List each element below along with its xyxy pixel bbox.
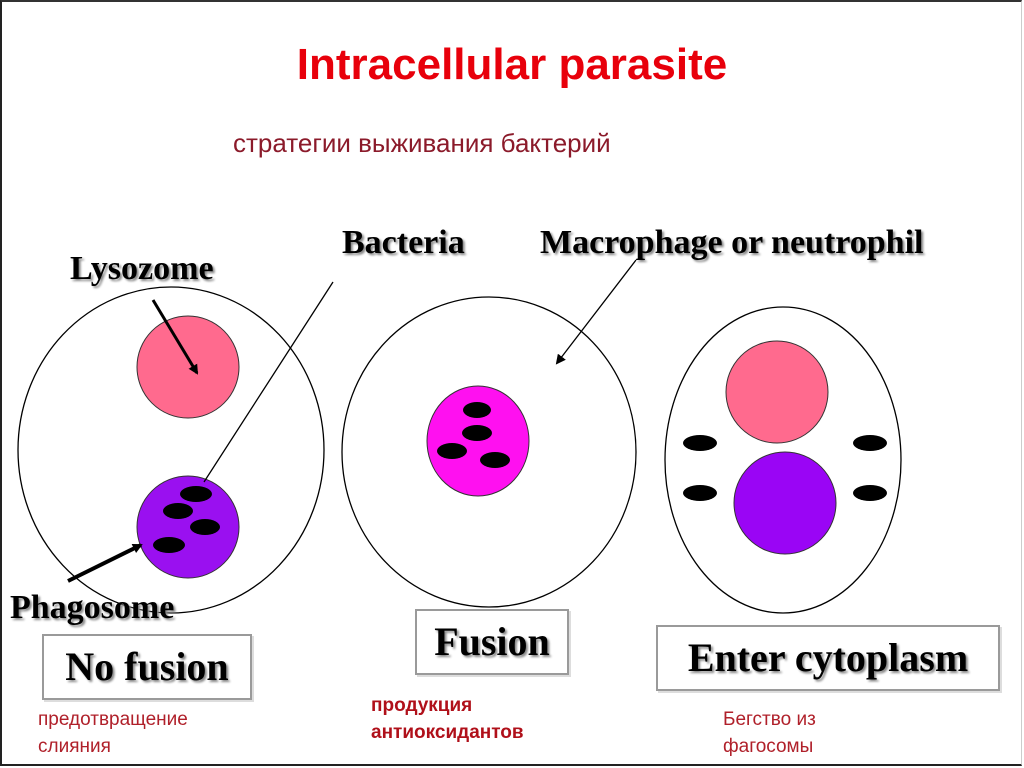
note-no-fusion-line1: предотвращение (38, 709, 188, 730)
cell-no-fusion (17, 286, 325, 614)
bacterium (462, 425, 492, 441)
bacteria-pointer-line (203, 281, 334, 483)
lysozome-arrow (151, 299, 199, 375)
note-fusion-line1: продукция (371, 695, 473, 716)
label-macrophage-or-neutrophil: Macrophage or neutrophil (540, 224, 924, 261)
no-fusion-box: No fusion (42, 634, 252, 700)
macrophage-arrow (555, 259, 637, 365)
enter-cytoplasm-box: Enter cytoplasm (656, 625, 1000, 691)
phagosome-1 (136, 475, 240, 579)
fusion-label: Fusion (434, 619, 550, 664)
bacterium (683, 485, 717, 501)
label-bacteria: Bacteria (342, 224, 465, 261)
slide-subtitle: стратегии выживания бактерий (233, 128, 611, 158)
fusion-box: Fusion (415, 609, 569, 675)
note-enter-cytoplasm: Бегство из фагосомы (723, 706, 816, 760)
note-no-fusion: предотвращение слияния (38, 706, 188, 760)
bacterium (437, 443, 467, 459)
cell-enter-cytoplasm (664, 306, 902, 614)
bacterium (463, 402, 491, 418)
lysosome-1 (136, 315, 240, 419)
phagolysosome (426, 385, 530, 497)
bacterium (153, 537, 185, 553)
note-fusion: продукция антиоксидантов (371, 692, 524, 746)
phagosome-3 (733, 451, 837, 555)
enter-cytoplasm-label: Enter cytoplasm (687, 635, 969, 680)
bacterium (180, 486, 212, 502)
lysosome-3 (725, 340, 829, 444)
bacterium (683, 435, 717, 451)
bacterium (190, 519, 220, 535)
note-enter-cytoplasm-line1: Бегство из (723, 709, 816, 730)
note-fusion-line2: антиоксидантов (371, 722, 524, 743)
bacterium (163, 503, 193, 519)
slide-title: Intracellular parasite (296, 40, 728, 89)
note-enter-cytoplasm-line2: фагосомы (723, 736, 814, 757)
label-phagosome: Phagosome (10, 589, 175, 626)
bacterium (853, 435, 887, 451)
no-fusion-label: No fusion (65, 644, 229, 689)
cell-fusion (341, 296, 637, 608)
bacterium (853, 485, 887, 501)
phagosome-arrow (67, 543, 143, 583)
label-lysozome: Lysozome (70, 250, 214, 287)
note-no-fusion-line2: слияния (38, 736, 111, 757)
bacterium (480, 452, 510, 468)
